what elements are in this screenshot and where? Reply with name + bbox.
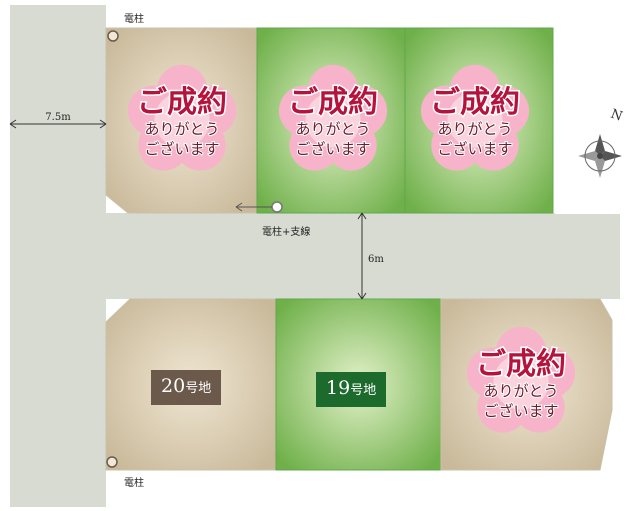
dim-label-center: 6m (368, 254, 384, 265)
road-left (10, 5, 106, 507)
sold-line2: ございます (144, 140, 219, 158)
sold-badge-1: ご成約 ありがとう ございます (127, 64, 237, 171)
guy-pole-icon (271, 201, 283, 213)
sold-line1: ありがとう (144, 120, 219, 138)
dim-arrows-center (357, 212, 367, 300)
lot-20-tag: 20号地 (151, 370, 222, 405)
sold-badge-3: ご成約 ありがとう ございます (420, 64, 530, 171)
compass-icon: N (578, 107, 624, 178)
north-label: N (609, 107, 625, 125)
sold-line1: ありがとう (437, 120, 512, 138)
pole-bottom-label: 電柱 (124, 476, 144, 489)
sold-line1: ありがとう (483, 382, 558, 400)
sold-line2: ございます (437, 140, 512, 158)
sold-line1: ありがとう (295, 120, 370, 138)
sold-badge-2: ご成約 ありがとう ございます (278, 64, 388, 171)
sold-title: ご成約 (137, 85, 227, 120)
sold-badge-4: ご成約 ありがとう ございます (466, 326, 576, 433)
pole-top-icon (107, 30, 119, 42)
sold-title: ご成約 (430, 85, 520, 120)
dim-label-left: 7.5m (45, 112, 71, 123)
sold-title: ご成約 (476, 347, 566, 382)
dim-arrows-left (9, 119, 107, 129)
lot-19-number: 19 (326, 377, 351, 399)
sold-line2: ございます (295, 140, 370, 158)
road-center (106, 213, 620, 299)
lot-20-number: 20 (161, 375, 186, 397)
lot-20-suffix: 号地 (185, 381, 212, 396)
lot-19-tag: 19号地 (316, 372, 387, 407)
lot-19-suffix: 号地 (350, 383, 377, 398)
pole-bottom-icon (106, 456, 118, 468)
sold-line2: ございます (483, 402, 558, 420)
white-margin (555, 28, 629, 214)
sold-title: ご成約 (288, 85, 378, 120)
pole-top-label: 電柱 (124, 12, 144, 25)
guy-wire-arrow (235, 202, 243, 212)
guy-pole-label: 電柱+支線 (262, 225, 310, 238)
